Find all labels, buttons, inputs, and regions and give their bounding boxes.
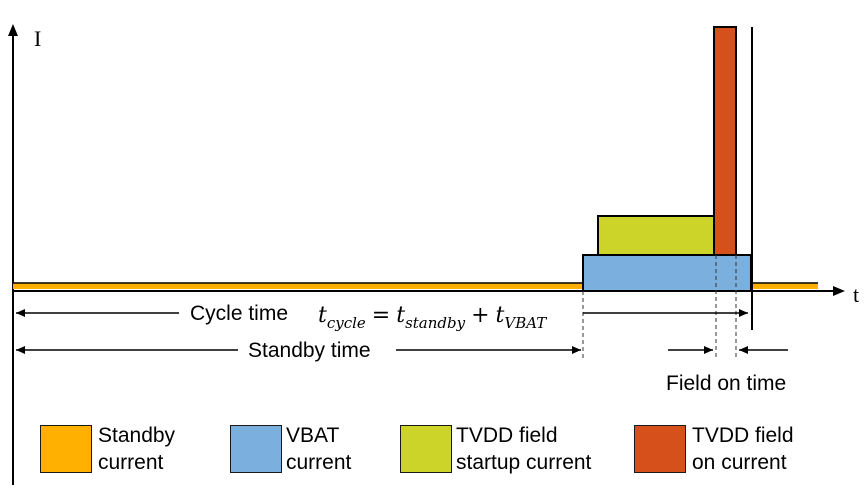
legend-label-tvdd-startup: TVDD field startup current (456, 422, 591, 476)
x-axis-label: t (853, 282, 859, 307)
tvdd-field-on-current-block (713, 26, 737, 256)
legend-label-vbat: VBAT current (286, 422, 351, 476)
legend-label-line2: on current (692, 451, 787, 474)
legend-swatch-vbat (230, 425, 282, 473)
formula-rhs1-var: t (396, 303, 405, 328)
formula-rhs2-sub: VBAT (504, 314, 547, 332)
y-axis-label: I (34, 26, 41, 51)
legend-swatch-standby (40, 425, 92, 473)
formula-rhs2-var: t (496, 303, 505, 328)
legend-label-line1: TVDD field (456, 424, 558, 447)
legend-label-tvdd-field-on: TVDD field on current (692, 422, 794, 476)
legend-label-line2: current (286, 451, 352, 474)
legend-label-line1: TVDD field (692, 424, 794, 447)
legend-item-standby: Standby current (40, 422, 210, 478)
field-on-time-label: Field on time (666, 372, 786, 395)
vbat-current-block (582, 254, 752, 292)
legend-label-line1: VBAT (286, 424, 340, 447)
cycle-time-formula: tcycle=tstandby+tVBAT (318, 303, 547, 332)
legend-swatch-tvdd-field-on (634, 425, 686, 473)
legend-item-tvdd-startup: TVDD field startup current (400, 422, 615, 478)
standby-current-band-left (13, 283, 583, 289)
legend-label-line2: startup current (456, 451, 592, 474)
tvdd-startup-current-block (597, 215, 715, 256)
legend-swatch-tvdd-startup (400, 425, 452, 473)
formula-lhs-var: t (318, 303, 327, 328)
y-axis-arrowhead (8, 24, 18, 36)
legend-label-line2: current (98, 451, 164, 474)
legend-label-standby: Standby current (98, 422, 175, 476)
legend-item-tvdd-field-on: TVDD field on current (634, 422, 834, 478)
standby-current-band-right (752, 283, 818, 289)
legend-label-line1: Standby (98, 424, 176, 447)
x-axis-arrowhead (833, 286, 845, 296)
formula-equals: = (372, 303, 390, 328)
standby-time-label: Standby time (248, 339, 371, 362)
formula-plus: + (471, 303, 489, 328)
formula-rhs1-sub: standby (405, 314, 466, 332)
formula-lhs-sub: cycle (327, 314, 366, 332)
cycle-time-label: Cycle time (190, 302, 288, 325)
legend-item-vbat: VBAT current (230, 422, 390, 478)
